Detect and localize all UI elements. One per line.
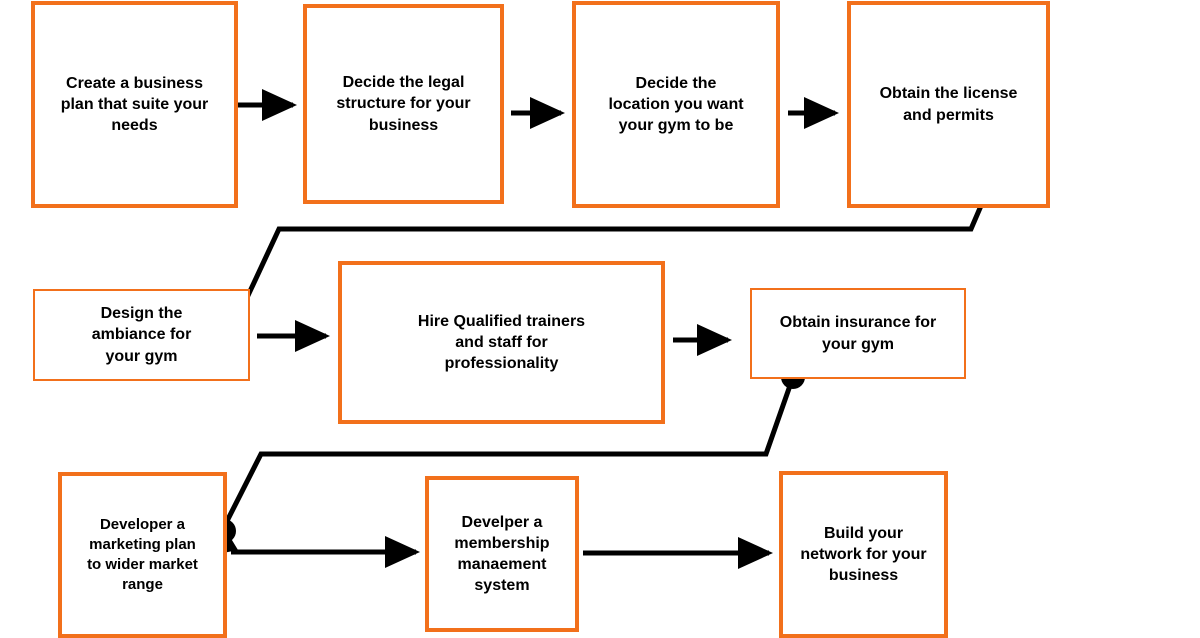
flow-node-build-network[interactable]: Build your network for your business xyxy=(779,471,948,638)
flow-node-label: Develper a membership manaement system xyxy=(454,513,550,595)
flow-node-label: Hire Qualified trainers and staff for pr… xyxy=(417,312,586,373)
flow-node-hire-qualified-trainers[interactable]: Hire Qualified trainers and staff for pr… xyxy=(338,261,665,424)
flow-node-label: Decide the legal structure for your busi… xyxy=(336,74,471,134)
flow-node-create-business-plan[interactable]: Create a business plan that suite your n… xyxy=(31,1,238,208)
flow-node-label: Build your network for your business xyxy=(800,524,927,585)
flow-node-label: Create a business plan that suite your n… xyxy=(60,74,209,135)
flow-node-design-ambiance[interactable]: Design the ambiance for your gym xyxy=(33,289,250,381)
flow-node-label: Obtain the license and permits xyxy=(879,85,1018,124)
flow-node-develop-marketing-plan[interactable]: Developer a marketing plan to wider mark… xyxy=(58,472,227,638)
flow-node-decide-location[interactable]: Decide the location you want your gym to… xyxy=(572,1,780,208)
flow-node-label: Design the ambiance for your gym xyxy=(91,305,192,365)
flow-node-label: Decide the location you want your gym to… xyxy=(608,74,744,135)
flow-node-obtain-insurance[interactable]: Obtain insurance for your gym xyxy=(750,288,966,379)
flow-node-label: Obtain insurance for your gym xyxy=(779,314,937,353)
flow-node-obtain-license-permits[interactable]: Obtain the license and permits xyxy=(847,1,1050,208)
flow-node-label: Developer a marketing plan to wider mark… xyxy=(87,516,198,593)
flow-node-develop-membership-system[interactable]: Develper a membership manaement system xyxy=(425,476,579,632)
flow-node-decide-legal-structure[interactable]: Decide the legal structure for your busi… xyxy=(303,4,504,204)
